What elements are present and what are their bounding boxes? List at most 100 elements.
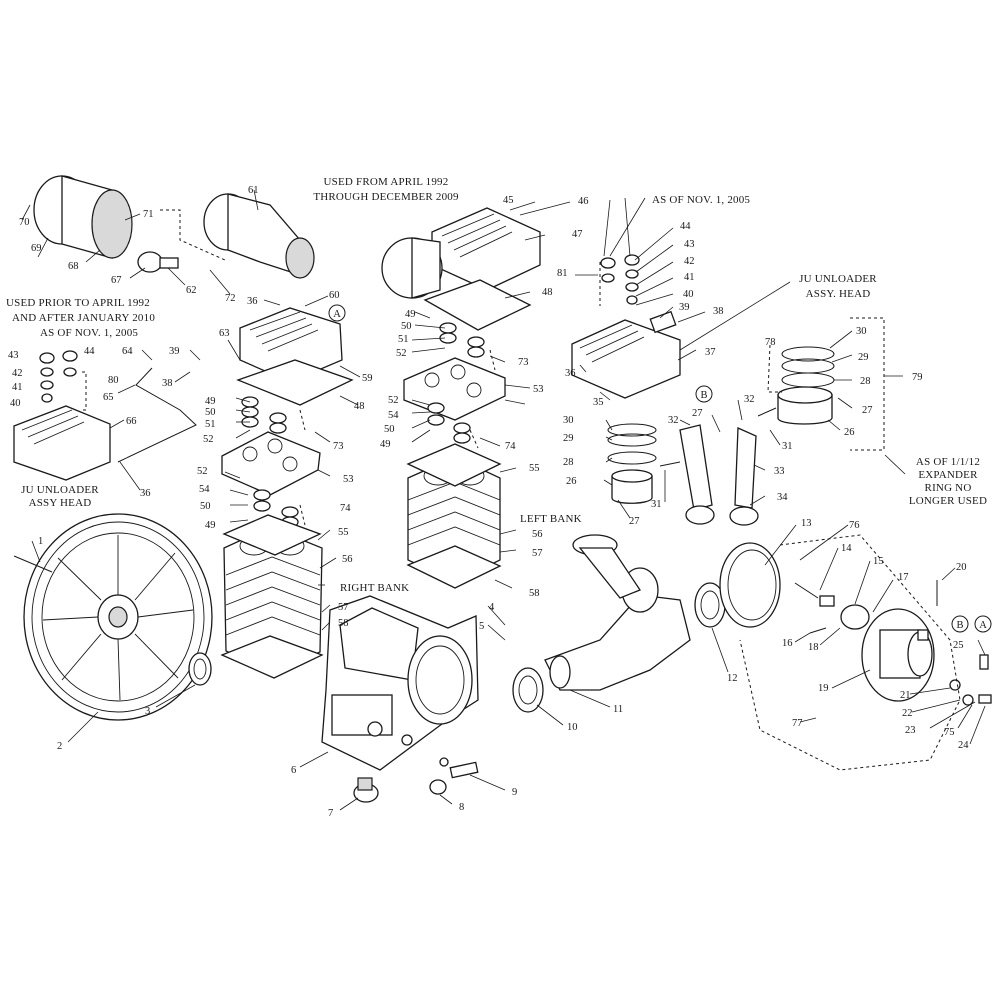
intake-filter-top-center (203, 193, 315, 279)
callout-52-d: 52 (388, 395, 399, 406)
breather-nipple (449, 761, 479, 779)
note-used-prior-line2: AND AFTER JANUARY 2010 (12, 312, 155, 324)
callout-21: 21 (900, 690, 911, 701)
unloader-stack-right (600, 254, 640, 305)
right-bank-valve-plate (221, 431, 321, 496)
right-bank-gaskets (220, 514, 324, 679)
callout-69: 69 (31, 243, 42, 254)
note-used-from-line2: THROUGH DECEMBER 2009 (313, 191, 459, 203)
callout-32-left: 32 (668, 415, 679, 426)
callout-48-left: 48 (542, 287, 553, 298)
callout-78: 78 (765, 337, 776, 348)
note-ju-left-line2: ASSY HEAD (29, 497, 92, 509)
note-expander-line3: RING NO (925, 482, 972, 494)
callout-30-left: 30 (563, 415, 574, 426)
callout-13: 13 (801, 518, 812, 529)
callout-57-right: 57 (338, 602, 349, 613)
callout-79: 79 (912, 372, 923, 383)
callout-42-left: 42 (12, 368, 23, 379)
callout-15: 15 (873, 556, 884, 567)
note-used-prior-line1: USED PRIOR TO APRIL 1992 (6, 297, 150, 309)
callout-18: 18 (808, 642, 819, 653)
callout-32-right: 32 (744, 394, 755, 405)
callout-26-left: 26 (566, 476, 577, 487)
callout-17: 17 (898, 572, 909, 583)
callout-36-top: 36 (247, 296, 258, 307)
callout-54-b: 54 (388, 410, 399, 421)
filter-bracket-71 (160, 209, 226, 261)
ref-circle-b-2: B (951, 615, 969, 633)
callout-33: 33 (774, 466, 785, 477)
callout-73-right: 73 (333, 441, 344, 452)
callout-14: 14 (841, 543, 852, 554)
note-ju-right-line1: JU UNLOADER (799, 273, 877, 285)
callout-22: 22 (902, 708, 913, 719)
callout-23: 23 (905, 725, 916, 736)
callout-8: 8 (459, 802, 464, 813)
unloader-group-dashed (739, 534, 961, 771)
callout-44-right: 44 (680, 221, 691, 232)
right-bank-valves (241, 396, 299, 528)
ring-set-bracket (767, 344, 782, 393)
callout-44-left: 44 (84, 346, 95, 357)
label-left-bank: LEFT BANK (520, 513, 582, 525)
callout-56-left: 56 (532, 529, 543, 540)
callout-37: 37 (705, 347, 716, 358)
callout-10: 10 (567, 722, 578, 733)
callout-9: 9 (512, 787, 517, 798)
tube-fittings (917, 629, 992, 706)
callout-43-right: 43 (684, 239, 695, 250)
callout-42-right: 42 (684, 256, 695, 267)
callout-40-right: 40 (683, 289, 694, 300)
callout-53-left: 53 (533, 384, 544, 395)
callout-55-right: 55 (338, 527, 349, 538)
callout-47: 47 (572, 229, 583, 240)
note-ju-left-line1: JU UNLOADER (21, 484, 99, 496)
ju-unloader-head-left (13, 405, 111, 481)
bearing-cover (861, 608, 935, 702)
callout-68: 68 (68, 261, 79, 272)
callout-39-right: 39 (679, 302, 690, 313)
callout-36-left: 36 (140, 488, 151, 499)
left-bank-head (431, 207, 541, 291)
callout-3: 3 (145, 706, 150, 717)
left-bank-valves (427, 322, 485, 444)
crankcase (321, 595, 479, 771)
callout-16: 16 (782, 638, 793, 649)
shaft-rod (13, 555, 53, 573)
callout-74-left: 74 (505, 441, 516, 452)
callout-50-c: 50 (401, 321, 412, 332)
callout-74-right: 74 (340, 503, 351, 514)
callout-31-left: 31 (651, 499, 662, 510)
unloader-stack-left (39, 350, 78, 403)
ref-circle-a-1: A (328, 304, 346, 322)
callout-5: 5 (479, 621, 484, 632)
left-bank-cylinder (407, 456, 501, 583)
callout-56-right: 56 (342, 554, 353, 565)
callout-80: 80 (108, 375, 119, 386)
callout-72: 72 (225, 293, 236, 304)
oil-seal (188, 652, 212, 686)
callout-38-right: 38 (713, 306, 724, 317)
callout-31-right: 31 (782, 441, 793, 452)
callout-51-a: 51 (205, 419, 216, 430)
ref-letter: A (979, 620, 987, 631)
callout-73-left: 73 (518, 357, 529, 368)
callout-62: 62 (186, 285, 197, 296)
callout-81: 81 (557, 268, 568, 279)
callout-49-c: 49 (405, 309, 416, 320)
callout-27-right: 27 (862, 405, 873, 416)
leader-lines (21, 189, 986, 811)
callout-26-right: 26 (844, 427, 855, 438)
right-bank-cylinder (223, 526, 323, 673)
note-as-of-right: AS OF NOV. 1, 2005 (652, 194, 750, 206)
piston-rod-assy-center (572, 534, 641, 599)
callout-50-b: 50 (200, 501, 211, 512)
callout-7: 7 (328, 808, 333, 819)
intake-filter-top-left (33, 175, 179, 273)
callout-71: 71 (143, 209, 154, 220)
callout-50-d: 50 (384, 424, 395, 435)
front-bearing (512, 667, 544, 713)
callout-50-a: 50 (205, 407, 216, 418)
